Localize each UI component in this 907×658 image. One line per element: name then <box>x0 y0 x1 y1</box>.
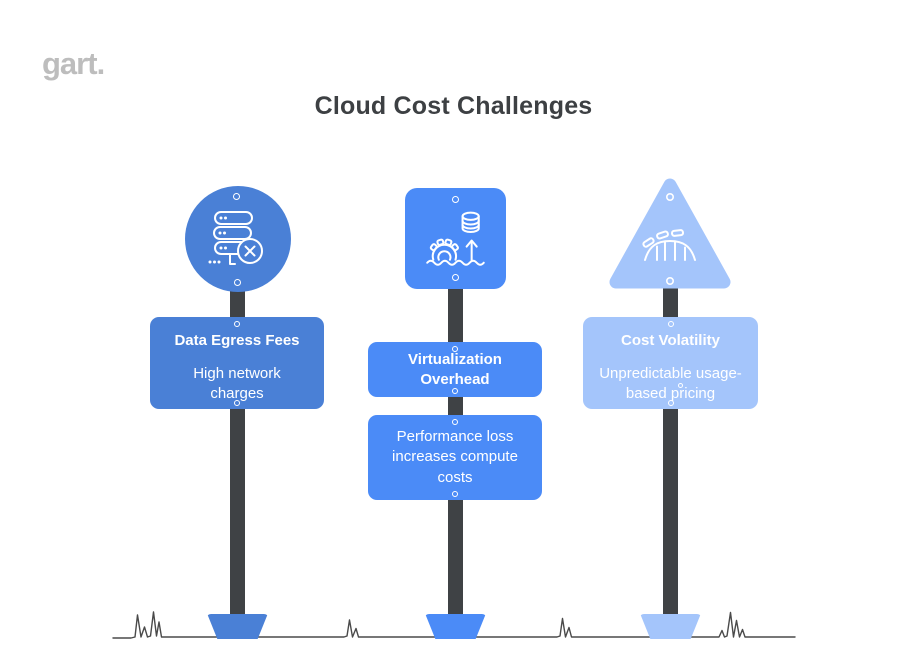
bolt-icon <box>678 383 683 388</box>
page-title: Cloud Cost Challenges <box>314 92 593 120</box>
bolt-icon <box>452 388 458 394</box>
rollercoaster-icon <box>642 229 696 261</box>
bolt-icon <box>234 400 240 406</box>
virtualization-gear-icon <box>426 211 485 266</box>
sign-board: Cost Volatility Unpredictable usage-base… <box>583 317 758 409</box>
bolt-icon <box>665 277 674 286</box>
bolt-icon <box>451 195 459 203</box>
bolt-icon <box>665 192 674 201</box>
signpost-base <box>425 614 486 639</box>
bolt-icon <box>451 273 459 281</box>
triangle-sign-shape <box>605 176 735 292</box>
sign-title: Data Egress Fees <box>174 332 300 349</box>
sign-title: Virtualization Overhead <box>408 351 502 388</box>
bolt-icon <box>452 345 458 352</box>
signpost-base <box>640 614 701 639</box>
sign-board: Virtualization Overhead <box>368 342 542 397</box>
sign-board: Performance loss increases compute costs <box>368 415 542 500</box>
sign-description: Unpredictable usage-based pricing <box>599 364 742 402</box>
sign-board: Data Egress Fees High network charges <box>150 317 324 409</box>
bolt-icon <box>234 321 240 327</box>
sign-description: High network charges <box>193 364 281 402</box>
sign-description: Performance loss increases compute costs <box>392 428 518 486</box>
bolt-icon <box>452 419 458 425</box>
signpost-base <box>207 614 268 639</box>
bolt-icon <box>667 321 674 327</box>
server-error-icon <box>208 211 263 265</box>
bolt-icon <box>452 491 458 497</box>
bolt-icon <box>667 400 674 406</box>
sign-title: Cost Volatility <box>621 332 720 349</box>
bolt-icon <box>233 278 241 286</box>
circle-sign-shape <box>185 186 291 292</box>
gart-logo: gart. <box>42 46 105 81</box>
square-sign-shape <box>405 188 506 289</box>
ground-grass-line <box>112 611 796 639</box>
bolt-icon <box>232 192 240 200</box>
